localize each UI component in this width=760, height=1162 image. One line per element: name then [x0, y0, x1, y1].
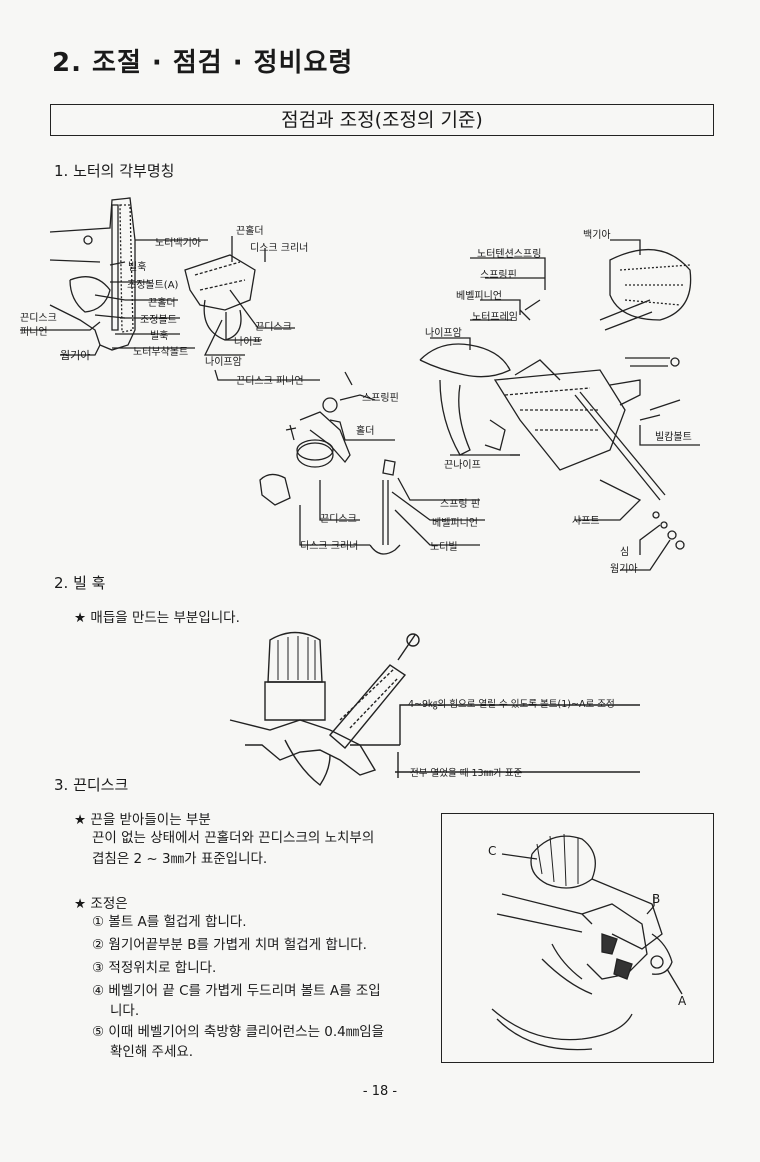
- label-twine-disc-pinion: 끈디스크 피니언: [20, 313, 57, 338]
- label-knotter-frame: 노터프레임: [472, 312, 518, 323]
- figure-label-c: C: [488, 844, 497, 858]
- label-shim: 심: [620, 547, 630, 558]
- label-holder: 홀더: [356, 426, 375, 437]
- label-bevel-pinion-right: 베벨피니언: [432, 518, 478, 529]
- bill-hook-callout-2: 전부 열었을 때 13㎜가 표준: [410, 768, 523, 779]
- label-knotter-bill: 노터빌: [430, 542, 458, 553]
- page-number: - 18 -: [362, 1084, 398, 1099]
- label-knife-arm-right: 나이프암: [425, 328, 462, 339]
- label-spring-pin-top: 스프링핀: [480, 270, 517, 281]
- label-adj-bolt: 조정볼트: [140, 315, 177, 326]
- adjust-step-1: ① 볼트 A를 헐겁게 합니다.: [92, 914, 247, 930]
- label-adj-bolt-a: 조정볼트(A): [127, 280, 179, 291]
- label-disc-cleaner-top: 디스크 크리너: [250, 243, 309, 254]
- label-bill-cam-bolt: 빌캄볼트: [655, 432, 692, 443]
- section-2-title: 2. 빌 훅: [54, 574, 106, 592]
- label-bevel-pinion-top: 베벨피니언: [456, 291, 502, 302]
- label-knife-arm-left: 나이프암: [205, 357, 242, 368]
- section-3-title: 3. 끈디스크: [54, 776, 129, 794]
- adjust-step-3: ③ 적정위치로 합니다.: [92, 960, 217, 976]
- label-twine-holder-top: 끈홀더: [236, 226, 264, 237]
- adjust-step-4: ④ 베벨기어 끝 C를 가볍게 두드리며 볼트 A를 조입: [92, 983, 381, 999]
- bill-hook-callout-1: 4~9㎏의 힘으로 열릴 수 있도록 볼트(1)~A로 조정: [408, 699, 615, 710]
- label-spring-pin-right: 스프링 핀: [440, 499, 480, 510]
- section-1-title: 1. 노터의 각부명칭: [54, 162, 175, 180]
- label-worm-gear-right: 웜기아: [610, 564, 638, 575]
- twine-disc-figure: C B A: [441, 813, 714, 1063]
- figure-label-b: B: [652, 892, 661, 906]
- label-back-gear: 백기아: [583, 230, 611, 241]
- adjust-step-5-cont: 확인해 주세요.: [110, 1044, 194, 1060]
- label-twine-holder-left: 끈홀더: [148, 298, 176, 309]
- label-knotter-back-gear: 노터백기아: [155, 238, 201, 249]
- chapter-title: 2. 조절 · 점검 · 정비요령: [52, 48, 354, 78]
- label-disc-cleaner-left: 디스크 크리너: [300, 541, 359, 552]
- section-3-star-2: ★ 조정은: [74, 896, 128, 912]
- label-knife: 나이프: [234, 337, 262, 348]
- label-spring-pin-left: 스프링핀: [362, 393, 399, 404]
- adjust-step-5: ⑤ 이때 베벨기어의 축방향 클리어런스는 0.4㎜임을: [92, 1024, 385, 1040]
- label-twine-disc-pinion-2: 끈디스크 피니언: [236, 376, 304, 387]
- label-twine-disc-left: 끈디스크: [320, 514, 357, 525]
- twine-disc-drawing: [491, 833, 683, 1051]
- label-knotter-tension-spring: 노터텐션스프링: [477, 249, 542, 260]
- section-2-star-text: ★ 매듭을 만드는 부분입니다.: [74, 610, 240, 626]
- label-bill-hook: 빌훅: [128, 262, 147, 273]
- figure-label-a: A: [678, 994, 687, 1008]
- adjust-step-2: ② 웜기어끝부분 B를 가볍게 치며 헐겁게 합니다.: [92, 937, 367, 953]
- label-twine-disc-mid: 끈디스크: [255, 322, 292, 333]
- label-bill-hook-2: 빌훅: [150, 331, 169, 342]
- section-3-para-line-2: 겹침은 2 ~ 3㎜가 표준입니다.: [92, 851, 268, 867]
- label-knotter-mount-bolt: 노터부착볼트: [133, 347, 189, 358]
- section-3-para-line-1: 끈이 없는 상태에서 끈홀더와 끈디스크의 노치부의: [92, 830, 375, 846]
- adjust-step-4-cont: 니다.: [110, 1003, 140, 1019]
- section-box-title: 점검과 조정(조정의 기준): [50, 104, 714, 136]
- label-twine-knife: 끈나이프: [444, 460, 481, 471]
- section-3-star-1: ★ 끈을 받아들이는 부분: [74, 812, 211, 828]
- label-worm-gear: 웜기아: [60, 349, 91, 362]
- label-shaft: 샤프트: [572, 516, 600, 527]
